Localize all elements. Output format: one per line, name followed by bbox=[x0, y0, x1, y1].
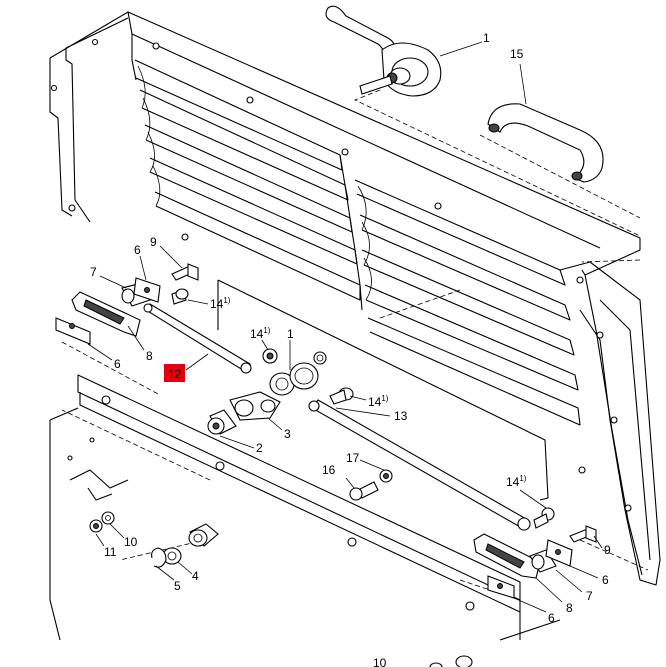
callout-6-left-lower: 6 bbox=[114, 357, 121, 371]
callout-10-bottom: 10 bbox=[373, 656, 387, 667]
mounting-plate bbox=[217, 279, 549, 501]
callout-9-right: 9 bbox=[604, 543, 611, 557]
lever-handle bbox=[325, 5, 442, 97]
u-handle bbox=[487, 103, 604, 183]
callout-10-left: 10 bbox=[124, 535, 138, 549]
callout-9-left: 9 bbox=[150, 235, 157, 249]
callout-2: 2 bbox=[256, 441, 263, 455]
callout-labels: 1 15 9 6 7 141) 141) 1 8 6 12 141) 13 3 … bbox=[90, 31, 611, 667]
callout-13: 13 bbox=[394, 409, 408, 423]
callout-11: 11 bbox=[104, 545, 117, 559]
callout-16: 16 bbox=[322, 463, 336, 477]
callout-6-left-upper: 6 bbox=[134, 243, 141, 257]
louver-housing bbox=[49, 11, 661, 586]
callout-14-left: 141) bbox=[210, 296, 231, 311]
right-linkage bbox=[308, 387, 597, 599]
lower-fasteners bbox=[89, 511, 473, 667]
left-linkage bbox=[55, 263, 319, 435]
callout-5: 5 bbox=[174, 579, 181, 593]
callout-14-mid: 141) bbox=[250, 326, 271, 341]
assembly-lines bbox=[61, 89, 649, 591]
callout-12: 12 bbox=[168, 367, 182, 381]
callout-1-top: 1 bbox=[483, 31, 490, 45]
callout-14-rod: 141) bbox=[368, 394, 389, 409]
callout-7-left: 7 bbox=[90, 265, 97, 279]
callout-8-right: 8 bbox=[566, 601, 573, 615]
callout-8-left: 8 bbox=[146, 349, 153, 363]
callout-17: 17 bbox=[346, 451, 360, 465]
callout-14-right: 141) bbox=[506, 474, 527, 489]
callout-1-mid: 1 bbox=[287, 327, 294, 341]
callout-6-right-lower: 6 bbox=[548, 611, 555, 625]
callout-15: 15 bbox=[510, 47, 524, 61]
callout-4: 4 bbox=[192, 569, 199, 583]
callout-7-right: 7 bbox=[586, 589, 593, 603]
callout-3: 3 bbox=[284, 427, 291, 441]
callout-6-right-upper: 6 bbox=[602, 573, 609, 587]
leader-lines bbox=[87, 41, 603, 613]
base-rail bbox=[49, 374, 561, 641]
highlight-box bbox=[164, 364, 185, 382]
